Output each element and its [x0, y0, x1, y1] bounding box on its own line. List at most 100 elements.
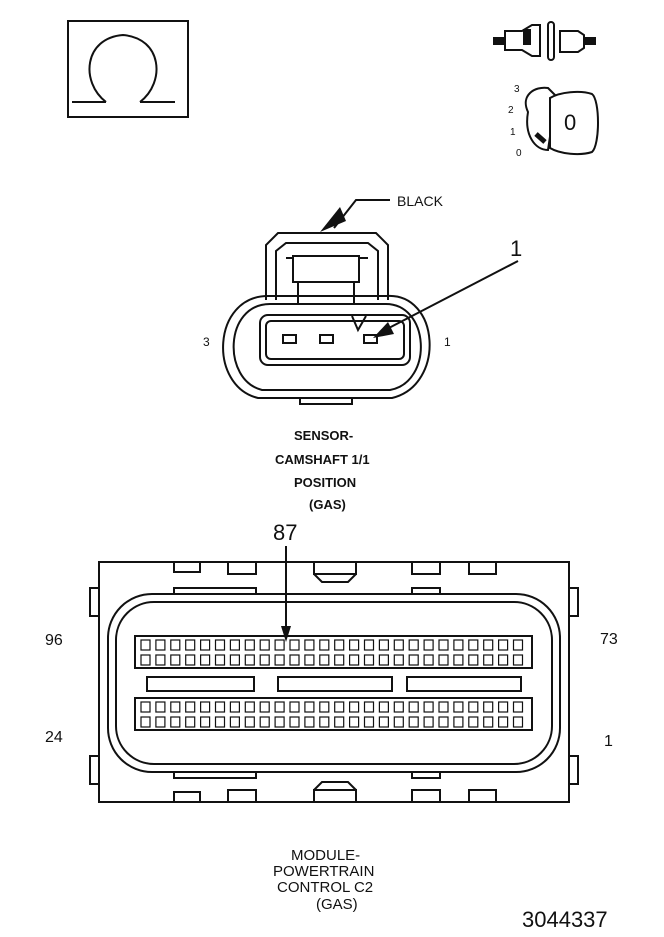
pcm-pin-cavity — [408, 716, 419, 728]
pcm-pin-cavity — [229, 654, 240, 666]
pcm-pin-cavity — [229, 639, 240, 651]
sensor-title-line-2: CAMSHAFT 1/1 — [275, 452, 370, 467]
ohm-meter-icon — [67, 20, 189, 118]
pcm-pin-cavity — [319, 701, 330, 713]
pcm-pin-cavity — [438, 639, 449, 651]
pcm-pin-cavity — [483, 701, 494, 713]
pcm-pin-cavity — [498, 701, 509, 713]
pcm-pin-cavity — [423, 716, 434, 728]
pcm-pin-cavity — [259, 701, 270, 713]
pcm-corner-top-right: 73 — [600, 631, 618, 648]
pcm-corner-bottom-right: 1 — [604, 733, 613, 750]
pcm-pin-cavity — [512, 654, 524, 666]
pcm-connector-drawing — [89, 546, 579, 803]
pcm-pin-cavity — [259, 654, 270, 666]
pcm-pin-cavity — [319, 716, 330, 728]
pcm-pin-cavity — [155, 701, 166, 713]
pcm-pin-cavity — [349, 701, 360, 713]
sensor-title-line-3: POSITION — [294, 475, 357, 490]
pcm-pin-cavity — [483, 654, 494, 666]
pcm-pin-cavity — [363, 716, 375, 728]
pcm-pin-cavity — [155, 654, 166, 666]
pcm-pin-cavity — [349, 654, 360, 666]
pcm-pin-cavity — [453, 654, 464, 666]
pcm-pin-cavity — [334, 716, 345, 728]
pcm-pin-cavity — [468, 716, 479, 728]
pcm-pin-cavity — [185, 654, 196, 666]
pcm-pin-cavity — [185, 639, 196, 651]
sensor-pin-callout: 1 — [510, 236, 523, 261]
pcm-pin-cavity — [155, 716, 166, 728]
pcm-pin-cavity — [423, 701, 434, 713]
pcm-pin-cavity — [259, 716, 270, 728]
key-position-3: 3 — [514, 84, 520, 95]
pcm-pin-cavity — [483, 716, 494, 728]
pcm-pin-cavity — [453, 639, 464, 651]
pcm-pin-cavity — [349, 639, 360, 651]
pcm-pin-cavity — [438, 654, 449, 666]
pcm-pin-cavity — [304, 654, 315, 666]
pcm-pin-cavity — [229, 716, 240, 728]
pcm-pin-cavity — [498, 654, 509, 666]
pcm-pin-cavity — [483, 639, 494, 651]
pcm-title-line-2: POWERTRAIN — [273, 863, 375, 880]
pcm-pin-cavity — [170, 701, 181, 713]
pcm-pin-cavity — [393, 716, 404, 728]
pcm-pin-cavity — [438, 701, 449, 713]
pcm-pin-cavity — [408, 639, 419, 651]
pcm-pin-cavity — [140, 701, 151, 713]
pcm-pin-cavity — [244, 716, 255, 728]
pcm-pin-cavity — [274, 701, 285, 713]
pcm-pin-cavity — [214, 701, 226, 713]
key-label: 0 — [564, 110, 577, 135]
pcm-pin-cavity — [334, 639, 345, 651]
pcm-pin-cavity — [423, 654, 434, 666]
pcm-pin-cavity — [334, 654, 345, 666]
pcm-pin-cavity — [453, 701, 464, 713]
pcm-pin-cavity — [363, 701, 375, 713]
pcm-pin-cavity — [438, 716, 449, 728]
sensor-cavity-right: 1 — [444, 335, 451, 349]
pcm-pin-cavity — [498, 716, 509, 728]
pcm-pin-cavity — [214, 716, 226, 728]
pcm-pin-cavity — [155, 639, 166, 651]
pcm-pin-cavity — [289, 716, 300, 728]
pcm-pin-cavity — [289, 639, 300, 651]
pcm-pin-cavity — [244, 701, 255, 713]
pcm-corner-bottom-left: 24 — [45, 729, 63, 746]
pcm-pin-callout: 87 — [273, 520, 298, 545]
pcm-pin-cavity — [468, 654, 479, 666]
pcm-pin-cavity — [200, 716, 211, 728]
pcm-pin-cavity — [393, 701, 404, 713]
pcm-pin-cavity — [408, 701, 419, 713]
sensor-title-line-1: SENSOR- — [294, 428, 354, 443]
pcm-pin-cavity — [244, 639, 255, 651]
pcm-pin-cavity — [423, 639, 434, 651]
sensor-cavity-left: 3 — [203, 335, 210, 349]
pcm-pin-cavity — [512, 639, 524, 651]
pcm-title-line-1: MODULE- — [291, 847, 361, 864]
pcm-pin-cavity — [274, 654, 285, 666]
pcm-pin-cavity — [393, 639, 404, 651]
pcm-pin-cavity — [259, 639, 270, 651]
pcm-pin-cavity — [304, 716, 315, 728]
camshaft-sensor-connector-drawing — [222, 199, 519, 405]
pcm-pin-cavity — [214, 654, 226, 666]
pcm-pin-cavity — [214, 639, 226, 651]
key-position-1: 1 — [510, 127, 516, 138]
pcm-pin-cavity — [468, 701, 479, 713]
pcm-pin-cavity — [319, 654, 330, 666]
pcm-pin-cavity — [289, 654, 300, 666]
pcm-title-line-3: CONTROL C2 — [277, 879, 374, 896]
pcm-pin-cavity — [185, 701, 196, 713]
pcm-pin-cavity — [378, 654, 389, 666]
pcm-pin-cavity — [453, 716, 464, 728]
pcm-pin-cavity — [170, 654, 181, 666]
pcm-pin-cavity — [512, 716, 524, 728]
pcm-title-line-4: (GAS) — [316, 896, 358, 913]
pcm-pin-cavity — [140, 654, 151, 666]
pcm-pin-cavity — [319, 639, 330, 651]
pcm-pin-cavity — [244, 654, 255, 666]
pcm-pin-cavity — [304, 701, 315, 713]
pcm-pin-cavity — [140, 639, 151, 651]
